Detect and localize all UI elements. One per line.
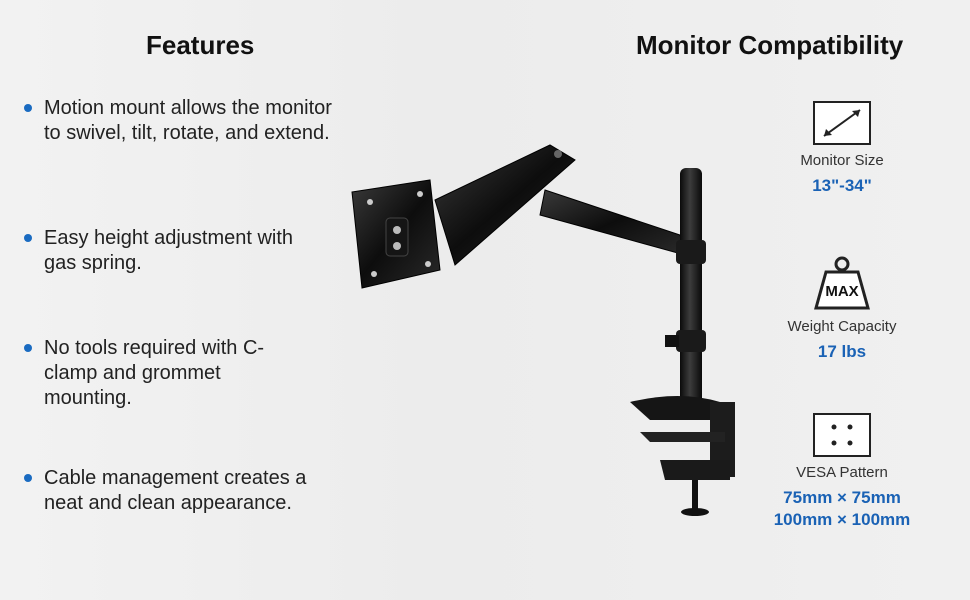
vesa-pattern-value: 75mm × 75mm 100mm × 100mm bbox=[762, 487, 922, 531]
feature-text: Cable management creates a neat and clea… bbox=[44, 467, 307, 514]
vesa-pattern-spec: VESA Pattern 75mm × 75mm 100mm × 100mm bbox=[762, 412, 922, 531]
feature-item: Motion mount allows the monitor to swive… bbox=[24, 96, 354, 146]
vesa-pattern-label: VESA Pattern bbox=[796, 464, 888, 481]
weight-capacity-label: Weight Capacity bbox=[787, 318, 897, 335]
monitor-size-spec: Monitor Size 13"-34" bbox=[762, 100, 922, 197]
compatibility-title: Monitor Compatibility bbox=[636, 30, 904, 60]
features-title: Features bbox=[146, 30, 255, 60]
weight-icon-text: MAX bbox=[825, 283, 859, 300]
vesa-pattern-icon bbox=[813, 413, 871, 457]
monitor-size-value: 13"-34" bbox=[812, 176, 872, 195]
monitor-mount-product-image bbox=[351, 144, 735, 516]
weight-capacity-spec: MAX Weight Capacity 17 lbs bbox=[762, 256, 922, 363]
bullet-icon bbox=[24, 344, 32, 352]
feature-item: Cable management creates a neat and clea… bbox=[24, 466, 344, 516]
feature-item: Easy height adjustment with gas spring. bbox=[24, 226, 324, 276]
feature-item: No tools required with C-clamp and gromm… bbox=[24, 336, 274, 411]
feature-text: Motion mount allows the monitor to swive… bbox=[44, 97, 332, 144]
feature-text: No tools required with C-clamp and gromm… bbox=[44, 337, 265, 409]
diagonal-arrow-icon bbox=[813, 101, 871, 145]
bullet-icon bbox=[24, 474, 32, 482]
monitor-size-label: Monitor Size bbox=[800, 152, 884, 169]
feature-text: Easy height adjustment with gas spring. bbox=[44, 227, 294, 274]
weight-capacity-value: 17 lbs bbox=[817, 342, 867, 361]
bullet-icon bbox=[24, 234, 32, 242]
vesa-value-75: 75mm × 75mm bbox=[783, 488, 901, 507]
weight-icon: MAX bbox=[812, 256, 872, 312]
bullet-icon bbox=[24, 104, 32, 112]
vesa-value-100: 100mm × 100mm bbox=[773, 510, 911, 529]
